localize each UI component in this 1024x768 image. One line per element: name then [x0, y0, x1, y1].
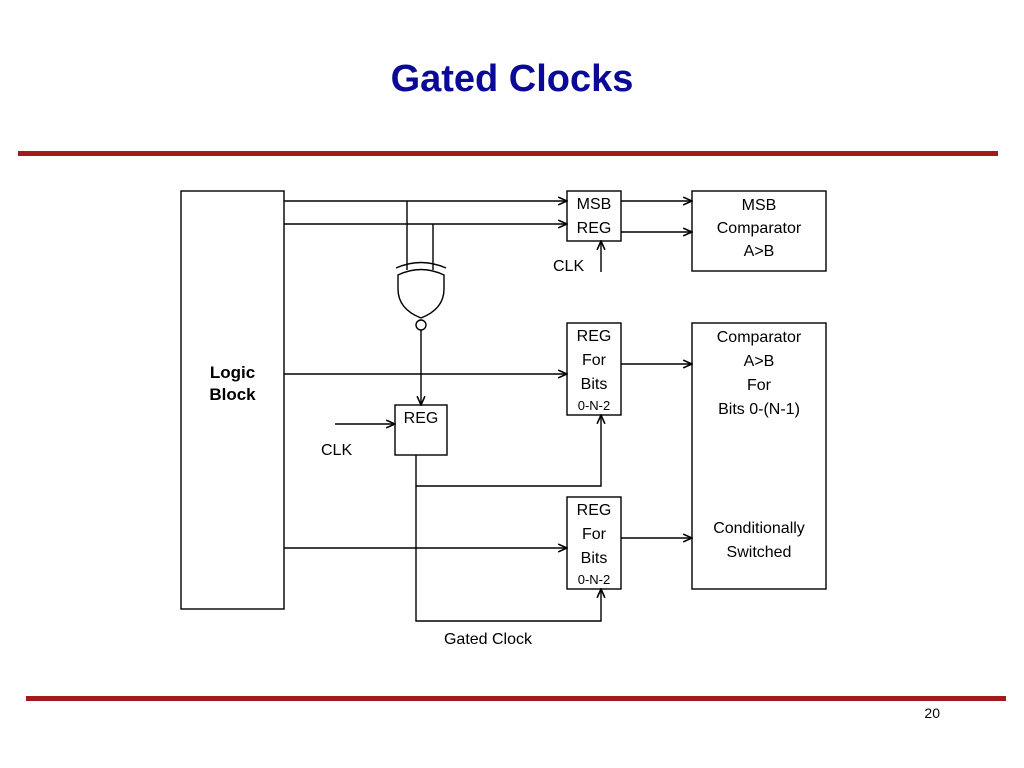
msb-comparator-label-1: MSB: [742, 197, 777, 214]
msb-reg-label-2: REG: [577, 220, 612, 237]
msb-comparator: MSB Comparator A>B: [691, 190, 827, 272]
gated-clock-label: Gated Clock: [444, 631, 533, 648]
msb-comparator-label-3: A>B: [744, 243, 775, 260]
logic-block: Logic Block: [180, 190, 285, 610]
reg-bits-upper-label-2: For: [582, 352, 607, 369]
comparator-bits-label-4: Bits 0-(N-1): [718, 401, 800, 418]
reg-bits-lower-label-3: Bits: [581, 550, 608, 567]
wire-gated-clock-upper: [415, 415, 601, 487]
wire-gated-clock-lower: [415, 486, 601, 622]
footer-divider: [26, 696, 1006, 701]
comparator-bits-label-2: A>B: [744, 353, 775, 370]
slide-title: Gated Clocks: [390, 58, 634, 100]
reg-bits-lower: REG For Bits 0-N-2: [566, 496, 622, 590]
title-divider: [18, 151, 998, 156]
reg-bits-upper-label-3: Bits: [581, 376, 608, 393]
comparator-bits: Comparator A>B For Bits 0-(N-1) Conditio…: [691, 322, 827, 590]
reg-bits-upper-label-4: 0-N-2: [578, 398, 611, 413]
gate-reg-label: REG: [404, 410, 439, 427]
comparator-bits-label-3: For: [747, 377, 772, 394]
clk-label-msb: CLK: [553, 258, 584, 275]
msb-comparator-label-2: Comparator: [717, 220, 802, 237]
xnor-gate: [395, 261, 447, 331]
reg-bits-upper: REG For Bits 0-N-2: [566, 322, 622, 416]
clk-label-gate: CLK: [321, 442, 352, 459]
comparator-bits-label-6: Switched: [727, 544, 792, 561]
comparator-bits-label-1: Comparator: [717, 329, 802, 346]
logic-block-label-2: Block: [209, 385, 256, 404]
logic-block-label-1: Logic: [210, 363, 255, 382]
msb-reg: MSB REG: [566, 190, 622, 242]
gate-reg: REG: [394, 404, 448, 456]
reg-bits-lower-label-1: REG: [577, 502, 612, 519]
reg-bits-lower-label-2: For: [582, 526, 607, 543]
msb-reg-label-1: MSB: [577, 196, 612, 213]
wires: [284, 201, 692, 622]
comparator-bits-label-5: Conditionally: [713, 520, 805, 537]
reg-bits-lower-label-4: 0-N-2: [578, 572, 611, 587]
slide-number: 20: [924, 705, 940, 721]
reg-bits-upper-label-1: REG: [577, 328, 612, 345]
